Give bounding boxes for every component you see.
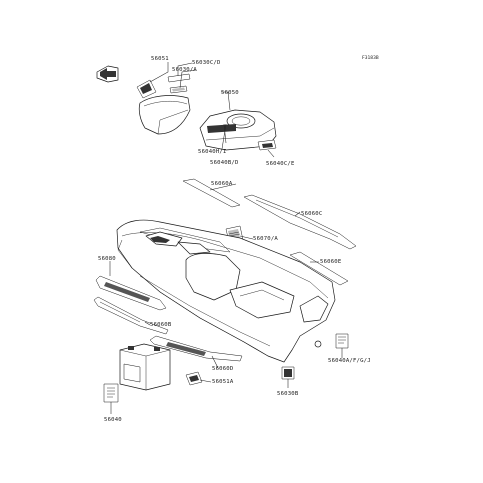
label-56050: 56050 (221, 90, 239, 96)
hood-cover (138, 95, 191, 135)
label-56080: 56080 (98, 256, 116, 262)
decal-56051 (136, 79, 157, 99)
decal-56030B (281, 366, 295, 380)
decal-56080 (95, 275, 167, 311)
decal-56030CD (167, 73, 191, 83)
label-56030B: 56030B (277, 391, 299, 397)
decal-56040CE (257, 139, 277, 151)
label-56030CD: 56030C/D (192, 60, 221, 66)
decal-56030A (169, 85, 188, 94)
label-56040AFGJ: 56040A/F/G/J (328, 358, 371, 364)
hull (116, 219, 336, 363)
label-56051A: 56051A (212, 379, 234, 385)
label-56060D: 56060D (212, 366, 234, 372)
decal-56060C (243, 194, 357, 250)
label-56060C: 56060C (301, 211, 322, 217)
label-56040BD: 56040B/D (210, 160, 239, 166)
label-56060B: 56060B (150, 322, 172, 328)
decal-56040AFGJ (335, 333, 349, 349)
decal-56040 (103, 383, 119, 403)
label-56060A: 56060A (211, 181, 233, 187)
label-56040: 56040 (104, 417, 122, 423)
decal-56051A (185, 371, 203, 386)
decal-56060D (149, 335, 243, 362)
label-56040HI: 56040H/I (198, 149, 227, 155)
decal-56060A (182, 178, 241, 208)
decal-56060E (289, 251, 349, 286)
label-56060E: 56060E (320, 259, 342, 265)
label-56030A: 56030/A (172, 67, 197, 73)
label-56070A: 56070/A (253, 236, 278, 242)
label-56051: 56051 (151, 56, 169, 62)
battery (119, 343, 171, 391)
front-arrow-icon (96, 65, 119, 83)
label-56040CE: 56040C/E (266, 161, 295, 167)
figure-code: F3183B (362, 55, 379, 61)
leader-lines (109, 62, 343, 414)
engine-cover (199, 109, 277, 151)
